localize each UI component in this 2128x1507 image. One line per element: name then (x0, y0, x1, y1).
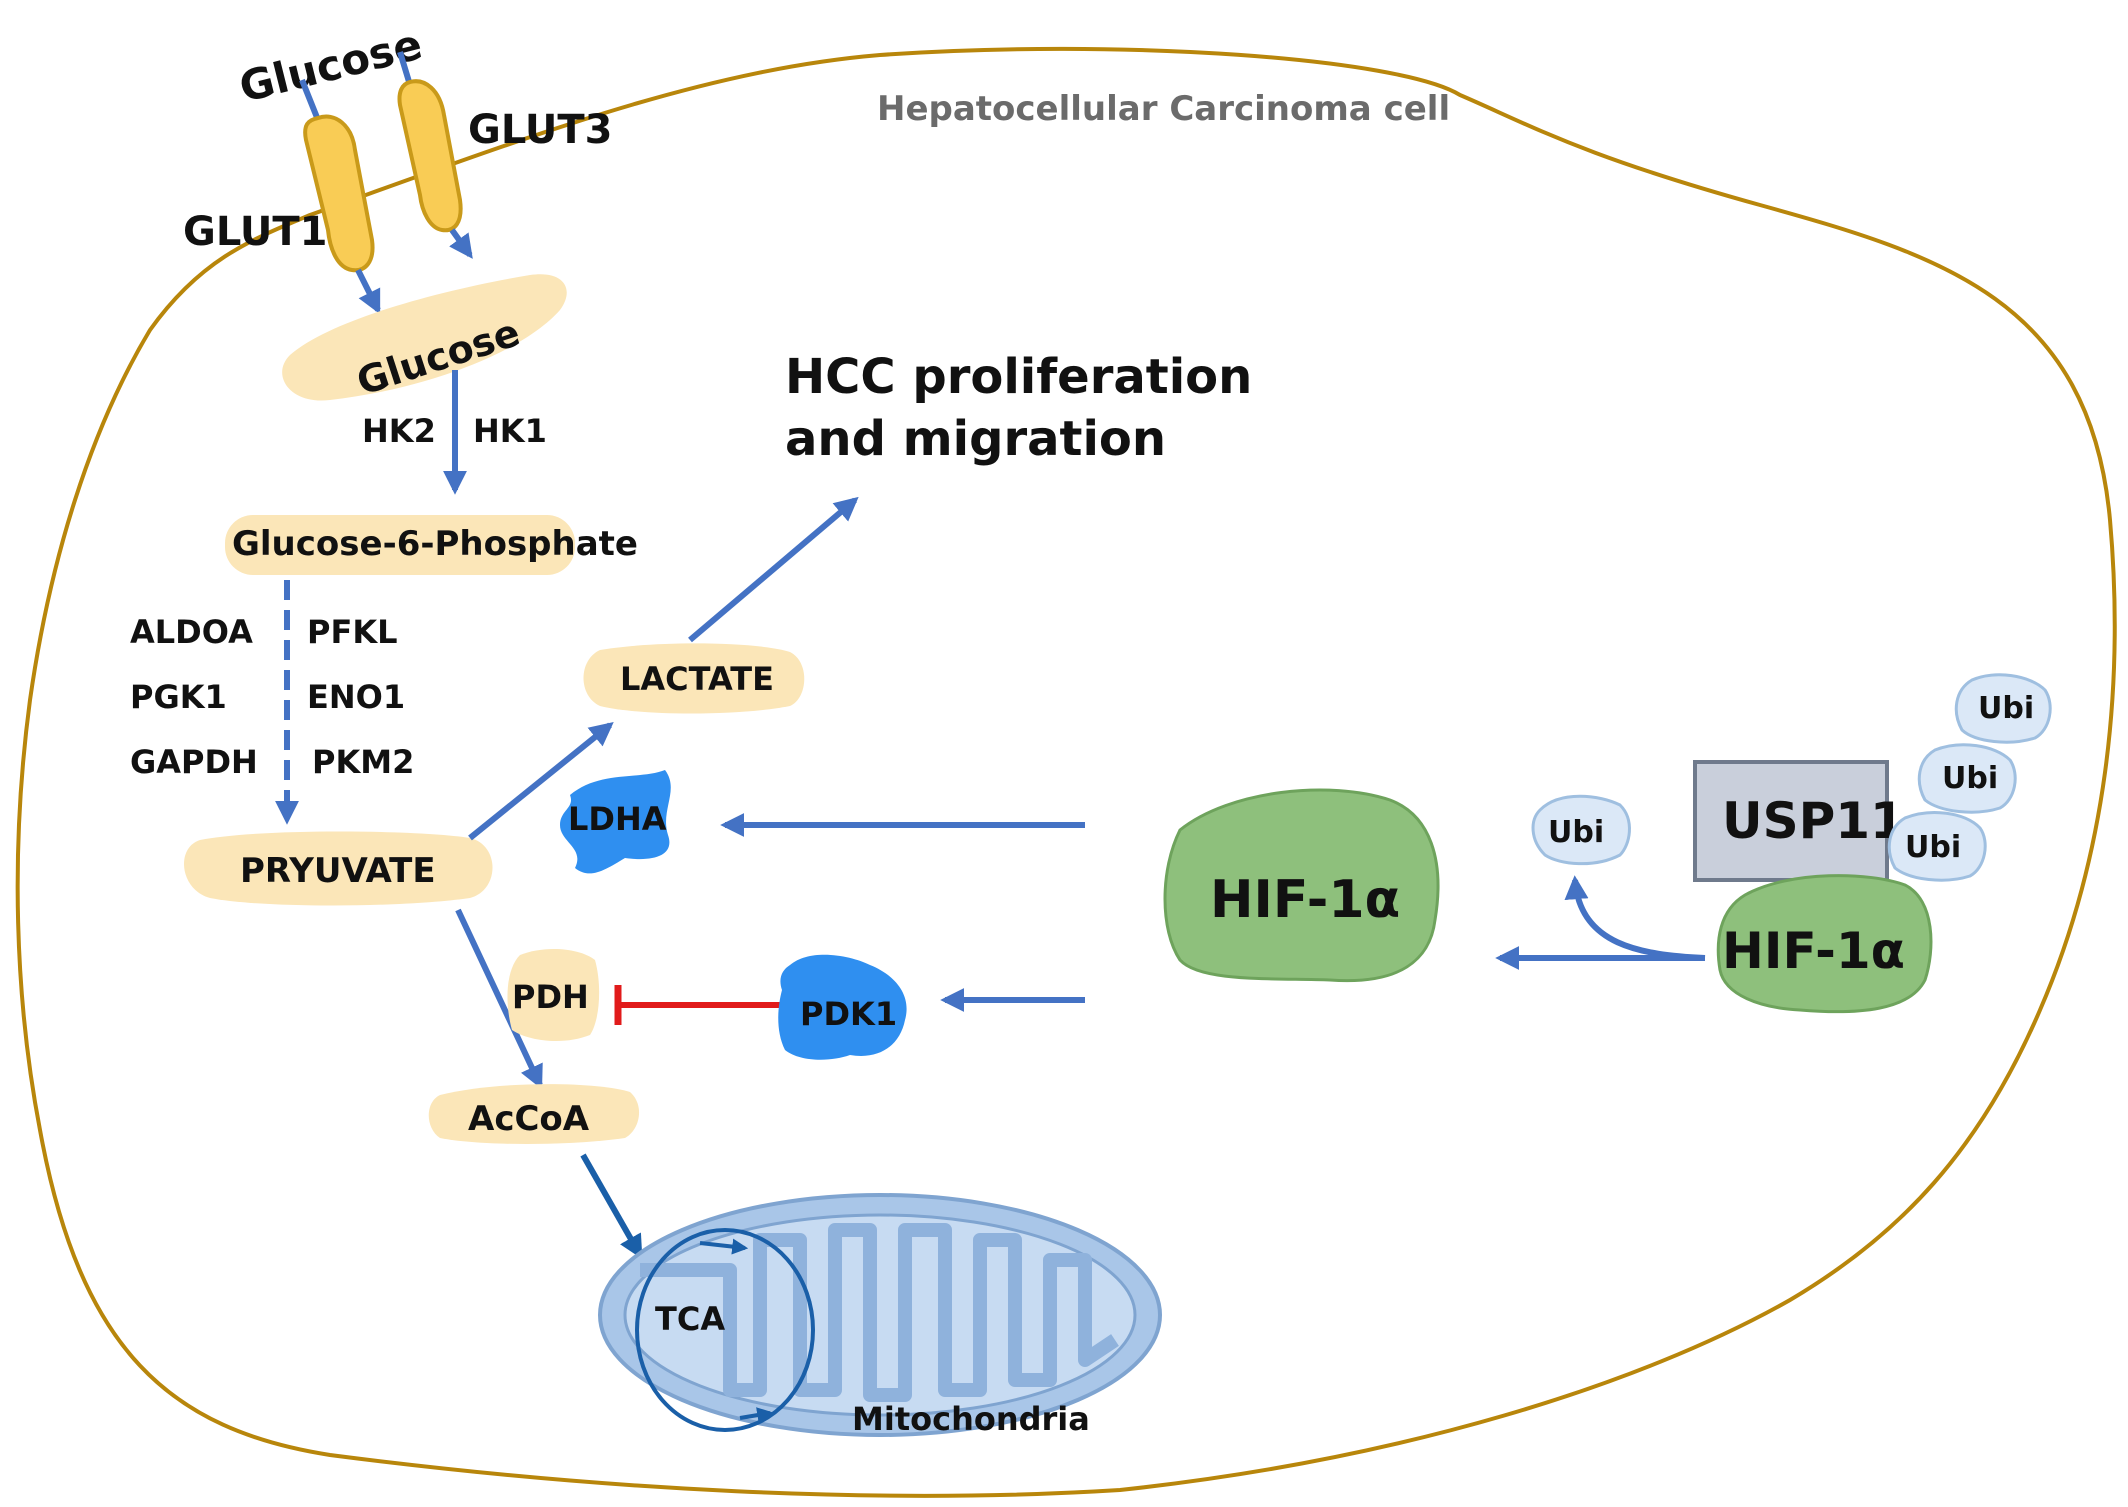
hif-center-label: HIF-1α (1210, 870, 1400, 930)
ubi-chain-2-label: Ubi (1942, 761, 1998, 796)
hif-bound-blob (1716, 874, 1933, 1014)
ubi-chain-2-blob (1917, 743, 2017, 814)
enzyme-pkm2: PKM2 (312, 743, 414, 781)
ldha-label: LDHA (568, 800, 667, 838)
enzyme-gapdh: GAPDH (130, 743, 258, 781)
arrow-lactate-proliferation (688, 496, 859, 643)
arrow-glucose-glut1 (299, 78, 321, 122)
ubi-released-label: Ubi (1548, 815, 1604, 850)
arrow-glut3-glucose (449, 228, 473, 259)
cell-membrane (15, 46, 2117, 1498)
pdh-blob (507, 948, 600, 1042)
ubi-released-blob (1531, 794, 1631, 866)
hif-bound-label: HIF-1α (1722, 922, 1905, 980)
pdk1-label: PDK1 (800, 995, 897, 1033)
pyruvate-label: PRYUVATE (240, 851, 436, 891)
arrow-ubi-release (1564, 875, 1706, 961)
pdh-label: PDH (512, 978, 589, 1016)
ubi-chain-1-blob (1954, 673, 2052, 744)
ubi-chain-1-label: Ubi (1978, 691, 2034, 726)
enzyme-eno1: ENO1 (307, 678, 405, 716)
usp11-label: USP11 (1722, 792, 1905, 850)
enzyme-pfkl: PFKL (307, 613, 398, 651)
outcome-line2: and migration (785, 411, 1166, 467)
cell-label: Hepatocellular Carcinoma cell (877, 89, 1450, 129)
pdk1-blob (778, 954, 907, 1060)
glucose-inside-blob (282, 274, 567, 401)
arrow-glut1-glucose (355, 268, 381, 315)
arrow-pyruvate-accoa (455, 908, 543, 1090)
glut3-label: GLUT3 (468, 107, 613, 153)
outcome-line1: HCC proliferation (785, 349, 1252, 405)
tca-arrow-top (699, 1238, 749, 1255)
arrow-glucose-glut3 (397, 51, 413, 86)
lactate-label: LACTATE (620, 660, 774, 698)
glut1-label: GLUT1 (183, 209, 328, 255)
g6p-label: Glucose-6-Phosphate (232, 524, 638, 564)
mitochondria-label: Mitochondria (852, 1400, 1090, 1438)
enzyme-pgk1: PGK1 (130, 678, 227, 716)
pyruvate-blob (183, 831, 493, 906)
ubi-chain-3-label: Ubi (1905, 830, 1961, 865)
hif-center-blob (1163, 788, 1440, 983)
enzyme-aldoa: ALDOA (130, 613, 253, 651)
accoa-blob (428, 1084, 640, 1144)
hk2-label: HK2 (362, 412, 436, 450)
glut1-transporter (303, 114, 375, 273)
lactate-blob (583, 643, 805, 714)
ubi-chain-3-blob (1887, 811, 1987, 882)
tca-arrow-bottom (739, 1407, 774, 1423)
hk1-label: HK1 (473, 412, 547, 450)
arrow-pyruvate-lactate (468, 721, 614, 841)
g6p-blob (225, 515, 575, 575)
ldha-blob (560, 770, 671, 874)
tca-cycle (635, 1228, 815, 1432)
mitochondria (598, 1193, 1162, 1437)
accoa-label: AcCoA (468, 1099, 590, 1139)
usp11-box (1693, 760, 1889, 882)
glut3-transporter (397, 79, 463, 233)
arrow-accoa-tca (580, 1153, 643, 1260)
tca-label: TCA (655, 1300, 725, 1338)
